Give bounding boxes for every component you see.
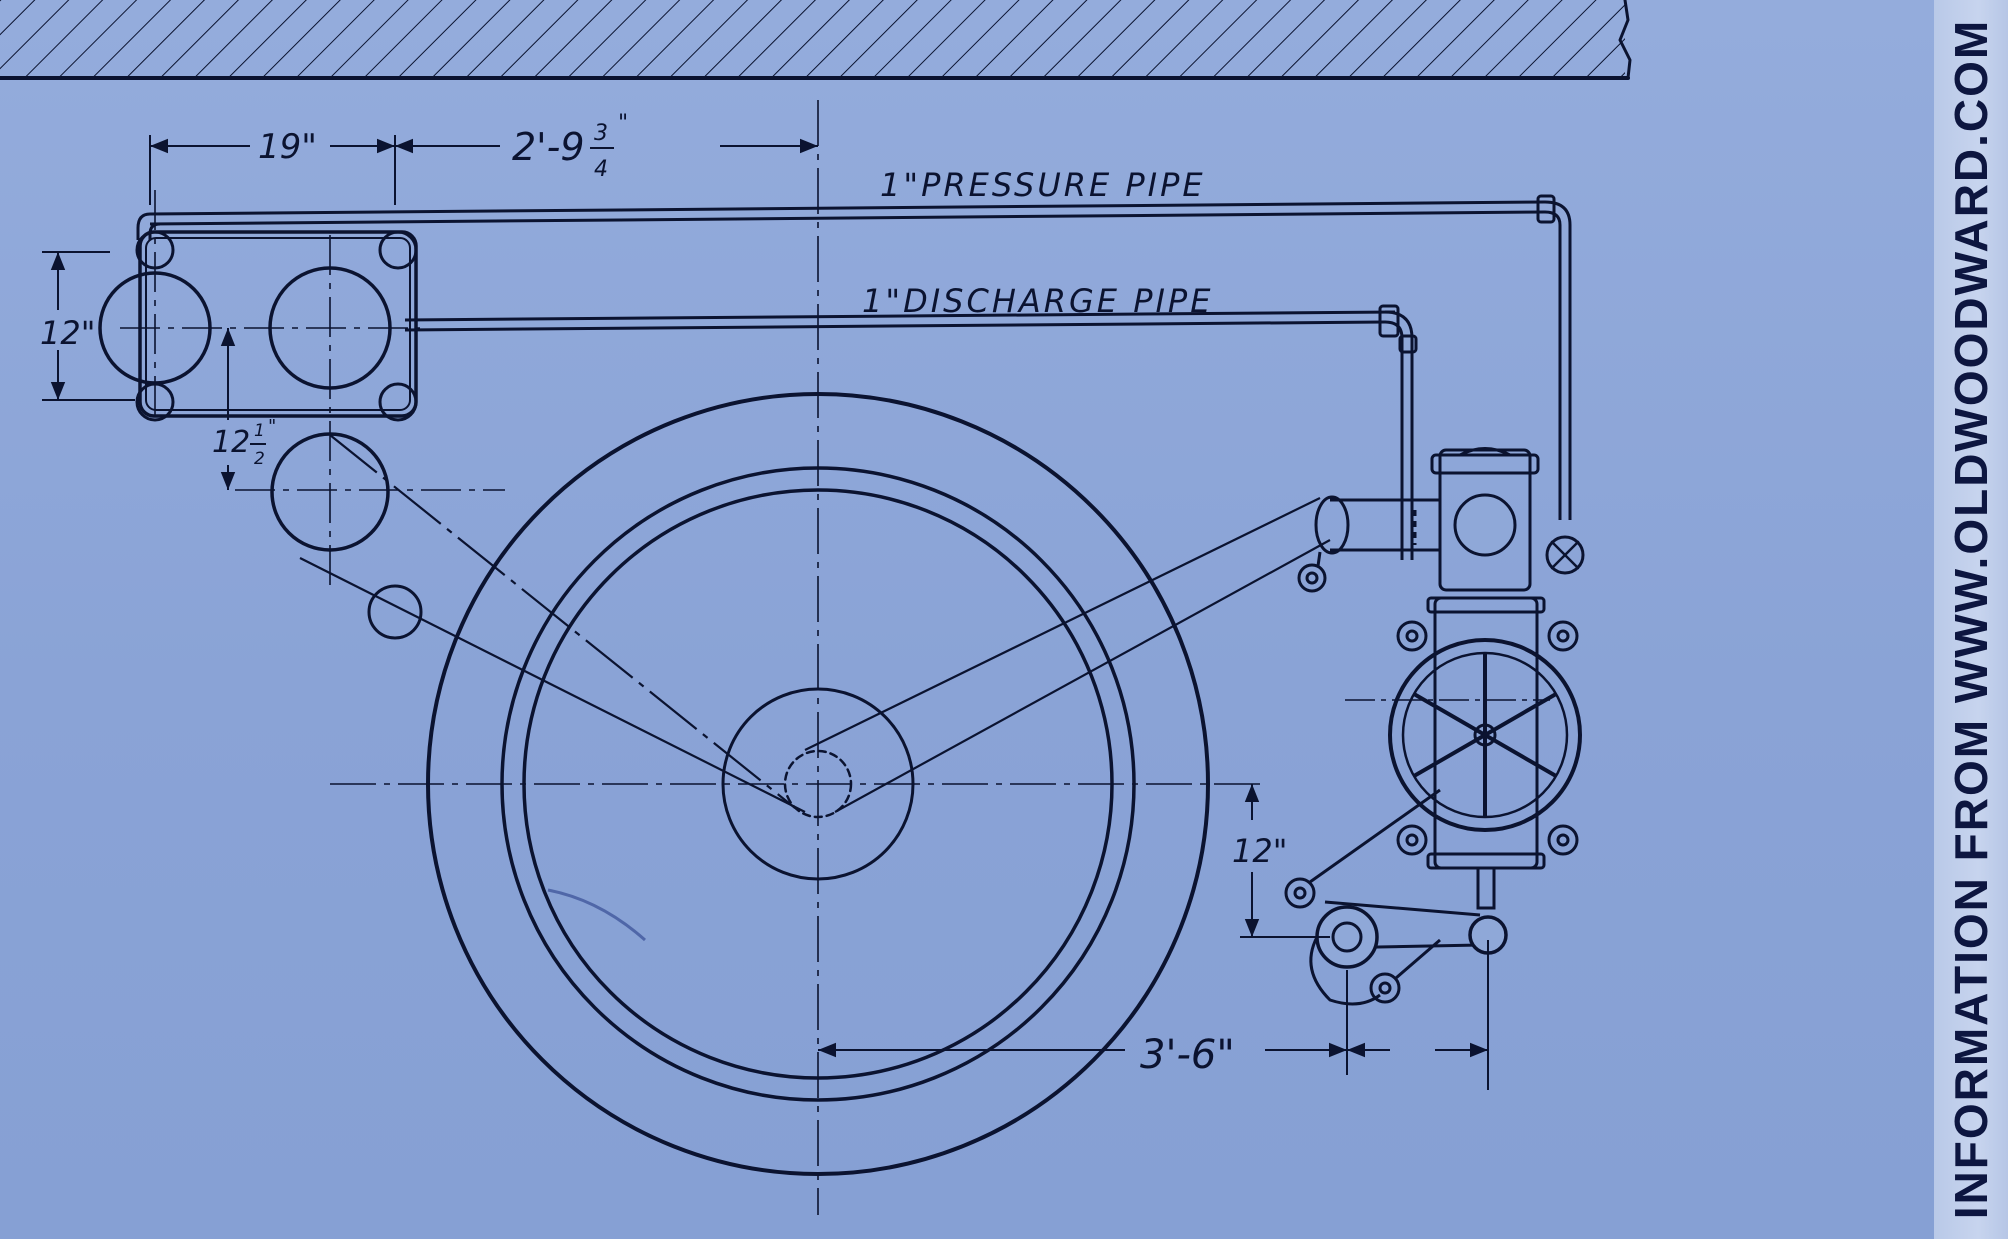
dim-12-half-label: 12 bbox=[212, 425, 250, 460]
dimension-right-12 bbox=[1240, 784, 1330, 938]
discharge-pipe-label: 1"DISCHARGE PIPE bbox=[862, 282, 1213, 320]
dim-2-9-num: 3 bbox=[594, 121, 608, 146]
dim-2-9-inch: " bbox=[618, 111, 628, 136]
dimension-left-12 bbox=[42, 251, 135, 401]
dimension-3-6 bbox=[818, 940, 1489, 1090]
dim-12-right-label: 12" bbox=[1232, 832, 1287, 870]
dimension-top bbox=[149, 135, 818, 205]
wall-hatching bbox=[0, 0, 1632, 80]
drive-belts bbox=[299, 434, 1331, 813]
watermark-text: INFORMATION FROM WWW.OLDWOODWARD.COM bbox=[1945, 18, 1997, 1220]
dim-12-half-num: 1 bbox=[254, 421, 265, 441]
dim-12-half-den: 2 bbox=[254, 449, 265, 469]
pump-assembly bbox=[1284, 447, 1582, 1006]
pressure-pipe-line bbox=[136, 194, 1572, 520]
pressure-pipe-label: 1"PRESSURE PIPE bbox=[880, 166, 1206, 204]
flywheel bbox=[426, 392, 1210, 1176]
dim-19-label: 19" bbox=[258, 127, 317, 167]
governor-drawing: 19" 2'-9 3 4 " 12" 12 1 2 " 12" 3'-6" 1"… bbox=[0, 0, 1632, 1215]
dim-12-half-inch: " bbox=[268, 416, 276, 437]
dim-2-9-label: 2'-9 bbox=[512, 125, 585, 169]
blueprint-sheet: 19" 2'-9 3 4 " 12" 12 1 2 " 12" 3'-6" 1"… bbox=[0, 0, 1934, 1239]
governor-head bbox=[98, 230, 418, 422]
dim-2-9-den: 4 bbox=[594, 157, 608, 182]
dim-12-left-label: 12" bbox=[40, 314, 95, 352]
discharge-pipe-line bbox=[404, 304, 1418, 560]
watermark-strip bbox=[1934, 0, 2008, 1239]
pressure-valve bbox=[1545, 535, 1585, 575]
dim-3-6-label: 3'-6" bbox=[1140, 1032, 1235, 1078]
governor-pulleys bbox=[270, 432, 423, 640]
